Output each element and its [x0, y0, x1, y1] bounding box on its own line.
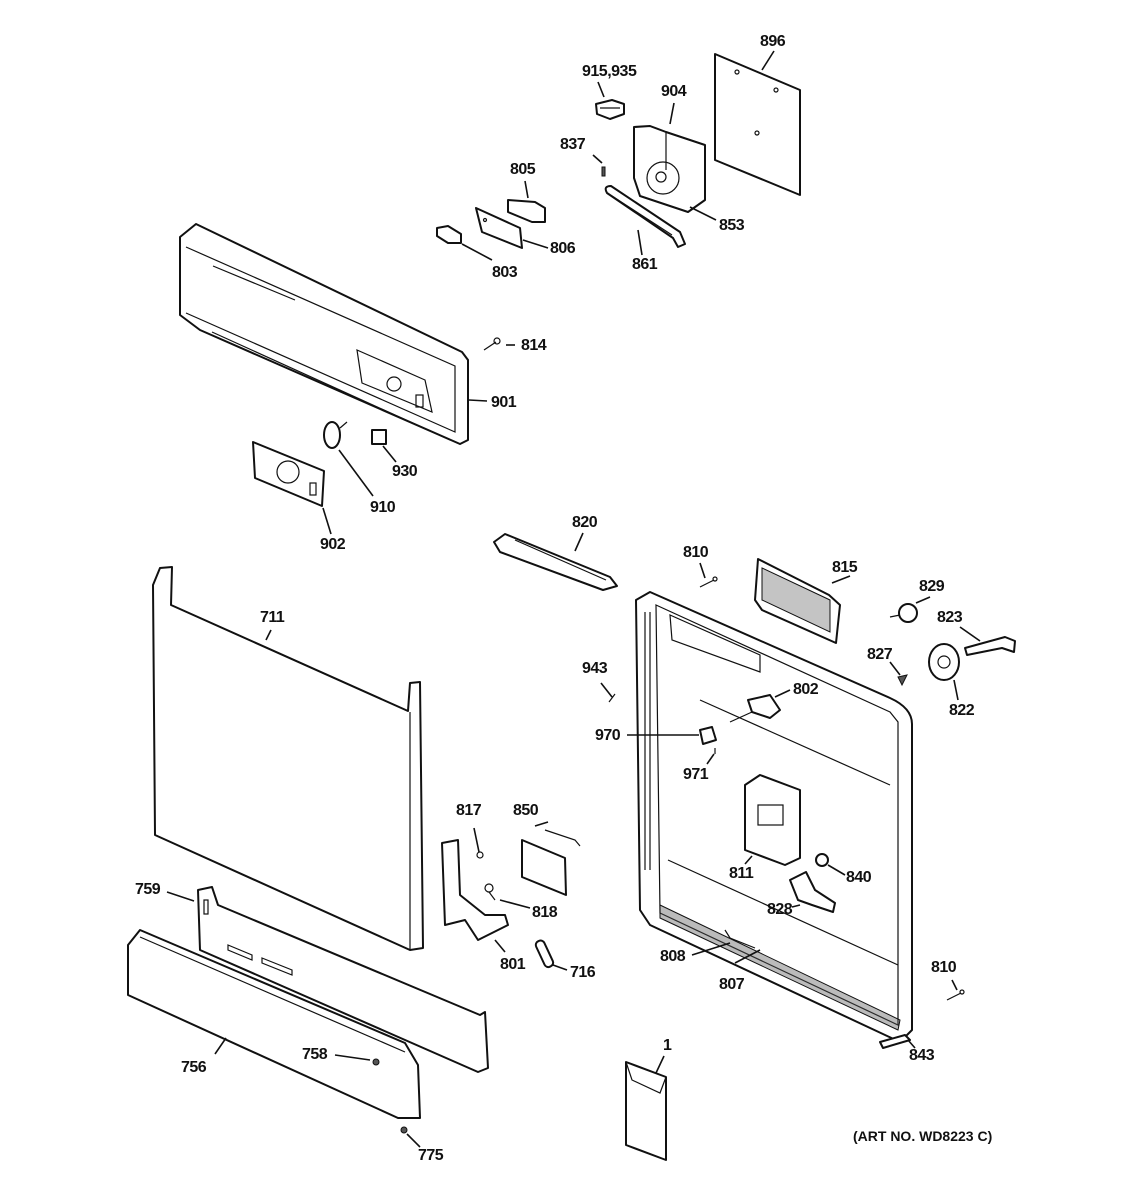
part-814-screw[interactable] — [483, 337, 501, 351]
callout-840[interactable]: 840 — [846, 869, 872, 886]
part-1-literature-packet[interactable] — [625, 1061, 667, 1161]
callout-971[interactable]: 971 — [683, 766, 709, 783]
callout-820[interactable]: 820 — [572, 514, 598, 531]
callout-910[interactable]: 910 — [370, 499, 396, 516]
part-910-knob[interactable] — [323, 421, 348, 449]
callout-902[interactable]: 902 — [320, 536, 346, 553]
part-802-latch[interactable] — [729, 694, 781, 723]
callout-853[interactable]: 853 — [719, 217, 745, 234]
part-811-dispenser[interactable] — [744, 774, 801, 866]
callout-943[interactable]: 943 — [582, 660, 608, 677]
part-820-handle-bracket[interactable] — [493, 533, 618, 591]
callout-970[interactable]: 970 — [595, 727, 621, 744]
part-810-screw-top[interactable] — [699, 576, 718, 588]
part-810-screw-bottom[interactable] — [946, 989, 965, 1001]
part-817-screw[interactable] — [476, 851, 484, 859]
part-806-circuit-board[interactable] — [475, 207, 523, 249]
part-818-bolt[interactable] — [484, 883, 496, 901]
part-711-outer-door[interactable] — [152, 566, 424, 951]
part-775-screw[interactable] — [400, 1126, 408, 1134]
callout-775[interactable]: 775 — [418, 1147, 444, 1164]
callout-815[interactable]: 815 — [832, 559, 858, 576]
callout-850[interactable]: 850 — [513, 802, 539, 819]
part-823-shaft[interactable] — [964, 636, 1016, 656]
part-850-plate[interactable] — [521, 829, 581, 896]
callout-843[interactable]: 843 — [909, 1047, 935, 1064]
callout-829[interactable]: 829 — [919, 578, 945, 595]
callout-818[interactable]: 818 — [532, 904, 558, 921]
callout-759[interactable]: 759 — [135, 881, 161, 898]
part-803-connector[interactable] — [436, 225, 462, 244]
part-930-switch[interactable] — [371, 429, 387, 445]
callout-901[interactable]: 901 — [491, 394, 517, 411]
part-756-kick-plate[interactable] — [127, 929, 421, 1119]
callout-802[interactable]: 802 — [793, 681, 819, 698]
callout-803[interactable]: 803 — [492, 264, 518, 281]
callout-861[interactable]: 861 — [632, 256, 658, 273]
callout-808[interactable]: 808 — [660, 948, 686, 965]
art-number: (ART NO. WD8223 C) — [853, 1128, 993, 1144]
callout-807[interactable]: 807 — [719, 976, 745, 993]
callout-828[interactable]: 828 — [767, 901, 793, 918]
callout-822[interactable]: 822 — [949, 702, 975, 719]
callout-930[interactable]: 930 — [392, 463, 418, 480]
callout-716[interactable]: 716 — [570, 964, 596, 981]
part-840-plug[interactable] — [815, 853, 829, 867]
callout-810-bottom[interactable]: 810 — [931, 959, 957, 976]
part-843-hinge-arm[interactable] — [879, 1034, 911, 1049]
part-805-bracket[interactable] — [507, 199, 546, 223]
part-829-knob[interactable] — [889, 603, 918, 623]
callout-711[interactable]: 711 — [260, 609, 285, 626]
callout-758[interactable]: 758 — [302, 1046, 328, 1063]
part-827-screw[interactable] — [897, 674, 908, 687]
callout-1[interactable]: 1 — [663, 1037, 672, 1054]
callout-837[interactable]: 837 — [560, 136, 586, 153]
callout-904[interactable]: 904 — [661, 83, 687, 100]
part-943-screw[interactable] — [608, 693, 616, 703]
callout-896[interactable]: 896 — [760, 33, 786, 50]
part-902-nameplate[interactable] — [252, 441, 325, 507]
callout-827[interactable]: 827 — [867, 646, 893, 663]
part-904-timer[interactable] — [633, 125, 706, 213]
part-808-wire[interactable] — [724, 929, 756, 949]
part-828-rinse-cap[interactable] — [789, 871, 836, 913]
part-815-vent[interactable] — [754, 558, 841, 644]
callout-806[interactable]: 806 — [550, 240, 576, 257]
callout-915-935[interactable]: 915,935 — [582, 63, 637, 80]
part-758-screw[interactable] — [372, 1058, 380, 1066]
part-861-lever[interactable] — [604, 185, 686, 248]
callout-823[interactable]: 823 — [937, 609, 963, 626]
part-837-pin[interactable] — [601, 166, 606, 177]
part-901-control-panel[interactable] — [179, 223, 469, 445]
callout-805[interactable]: 805 — [510, 161, 536, 178]
part-759-bracket[interactable] — [197, 886, 489, 1073]
callout-801[interactable]: 801 — [500, 956, 526, 973]
callout-817[interactable]: 817 — [456, 802, 482, 819]
callout-810-top[interactable]: 810 — [683, 544, 709, 561]
part-822-dial[interactable] — [928, 643, 960, 681]
part-896-cover-plate[interactable] — [714, 53, 801, 196]
part-716-gasket[interactable] — [534, 939, 555, 969]
callout-756[interactable]: 756 — [181, 1059, 207, 1076]
part-915-935-switch[interactable] — [595, 99, 625, 120]
callout-811[interactable]: 811 — [729, 865, 754, 882]
part-970-button[interactable] — [699, 726, 717, 745]
part-801-hinge[interactable] — [441, 839, 509, 941]
callout-814[interactable]: 814 — [521, 337, 547, 354]
